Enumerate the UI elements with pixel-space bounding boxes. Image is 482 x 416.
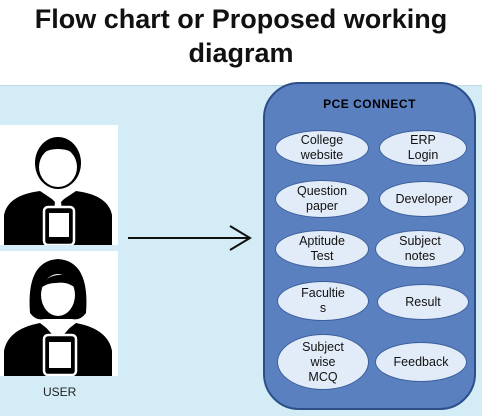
pce-connect-box: PCE CONNECT College website ERP Login Qu…	[263, 82, 476, 410]
user-label: USER	[43, 385, 77, 399]
developer-node: Developer	[379, 181, 469, 217]
title-line-2: diagram	[188, 38, 294, 68]
subject-wise-mcq-node: Subject wise MCQ	[277, 334, 369, 390]
page-title: Flow chart or Proposed working diagram	[0, 2, 482, 70]
faculties-node: Facultie s	[277, 281, 369, 321]
college-website-node: College website	[275, 130, 369, 166]
question-paper-node: Question paper	[275, 180, 369, 218]
right-arrow-icon	[128, 225, 252, 251]
male-user-with-tablet-icon	[4, 137, 112, 245]
male-user-box	[0, 125, 118, 245]
feedback-node: Feedback	[375, 342, 467, 382]
result-node: Result	[377, 284, 469, 320]
title-line-1: Flow chart or Proposed working	[34, 4, 448, 34]
aptitude-test-node: Aptitude Test	[275, 230, 369, 268]
subject-notes-node: Subject notes	[375, 230, 465, 268]
connect-title: PCE CONNECT	[323, 97, 416, 111]
female-user-box	[0, 251, 118, 376]
erp-login-node: ERP Login	[379, 130, 467, 166]
female-user-with-tablet-icon	[4, 259, 112, 376]
